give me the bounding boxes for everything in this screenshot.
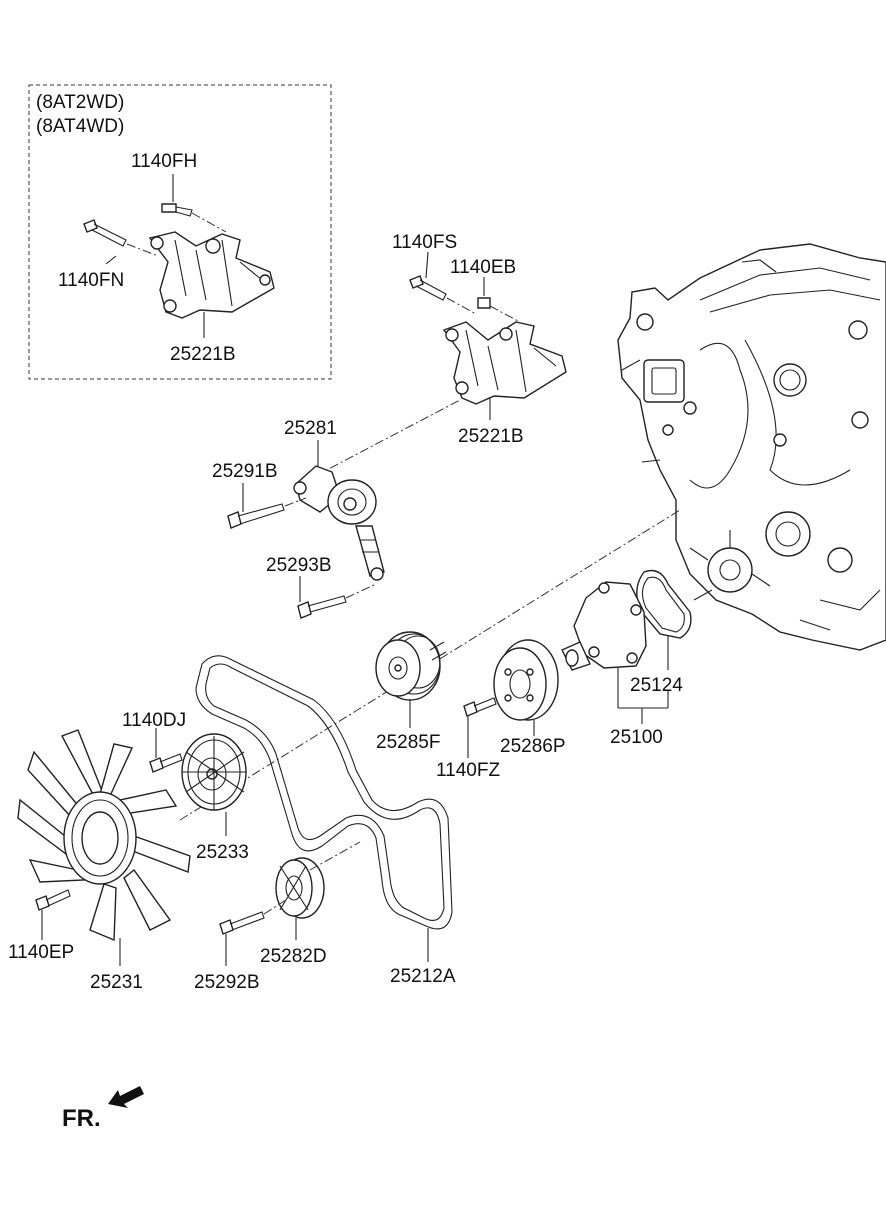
label-25292B: 25292B <box>194 972 260 993</box>
label-25231: 25231 <box>90 972 143 993</box>
label-25124: 25124 <box>630 675 683 696</box>
front-marker: FR. <box>62 1086 144 1132</box>
label-1140DJ: 1140DJ <box>122 710 186 731</box>
pump-pulley-part <box>463 639 559 758</box>
idler-pulley-2-part <box>219 841 361 966</box>
tensioner-part <box>227 399 461 619</box>
variant-box: (8AT2WD) (8AT4WD) <box>28 84 332 380</box>
water-pump-part <box>561 569 692 724</box>
variant-line-2: (8AT4WD) <box>36 116 124 137</box>
label-1140FS: 1140FS <box>392 232 457 253</box>
label-25281: 25281 <box>284 418 337 439</box>
label-25233: 25233 <box>196 842 249 863</box>
bracket-part <box>409 251 567 420</box>
label-25286P: 25286P <box>500 736 566 757</box>
idler-pulley-part <box>375 631 447 728</box>
label-1140FH: 1140FH <box>131 151 197 172</box>
label-25291B: 25291B <box>212 461 278 482</box>
fan-clutch-part <box>149 728 247 836</box>
label-1140FZ: 1140FZ <box>436 760 500 781</box>
label-1140FN: 1140FN <box>58 270 124 291</box>
bracket-box-part <box>83 174 275 338</box>
label-25285F: 25285F <box>376 732 440 753</box>
label-25293B: 25293B <box>266 555 332 576</box>
front-label: FR. <box>62 1105 101 1132</box>
label-25221B-box: 25221B <box>170 344 236 365</box>
front-arrow-icon <box>108 1086 144 1108</box>
label-25221B: 25221B <box>458 426 524 447</box>
label-25100: 25100 <box>610 727 663 748</box>
engine-block <box>617 243 886 651</box>
label-1140EB: 1140EB <box>450 257 516 278</box>
label-1140EP: 1140EP <box>8 942 74 963</box>
variant-line-1: (8AT2WD) <box>36 92 124 113</box>
drive-belt-part <box>195 655 453 962</box>
label-25282D: 25282D <box>260 946 327 967</box>
label-25212A: 25212A <box>390 966 456 987</box>
cooling-fan-part <box>17 729 191 966</box>
